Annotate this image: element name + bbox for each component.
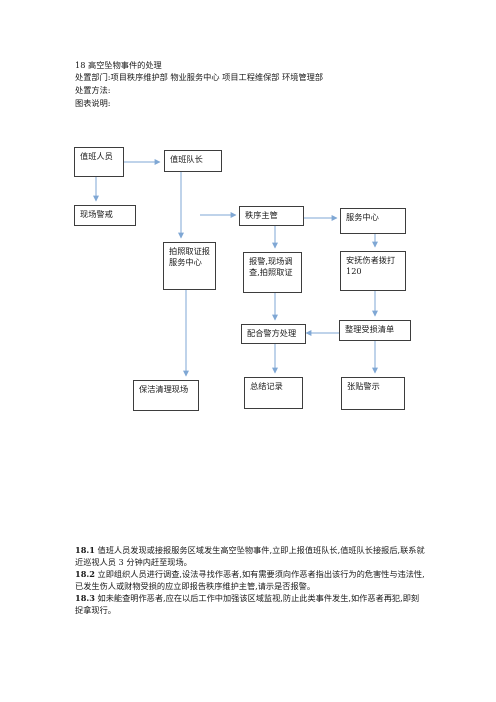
box-cleaning: 保洁清理现场 xyxy=(133,380,199,411)
box-comfort-injured: 安抚伤者拨打 120 xyxy=(340,251,406,291)
box-loss-list: 整理受损清单 xyxy=(339,320,411,341)
box-site-alert: 现场警戒 xyxy=(74,205,136,226)
box-evidence-report: 拍照取证报服务中心 xyxy=(163,242,216,290)
box-duty-leader: 值班队长 xyxy=(164,150,222,172)
box-notice: 张贴警示 xyxy=(341,377,405,410)
paragraph-18-3: 18.3 如未能查明作恶者,应在以后工作中加强该区域监视,防止此类事件发生,如作… xyxy=(75,593,420,615)
box-service-center: 服务中心 xyxy=(340,208,406,234)
page-title: 18 高空坠物事件的处理 xyxy=(75,60,162,70)
box-duty-staff: 值班人员 xyxy=(74,147,124,177)
department-line: 处置部门:项目秩序维护部 物业服务中心 项目工程维保部 环境管理部 xyxy=(75,72,324,82)
method-label: 处置方法: xyxy=(75,85,111,95)
chart-label: 图表说明: xyxy=(75,98,111,108)
box-cooperate-police: 配合警方处理 xyxy=(241,324,306,344)
box-police-investigate: 报警,现场调查,拍照取证 xyxy=(243,252,302,293)
procedure-text: 18.1 值班人员发现或接报服务区域发生高空坠物事件,立即上报值班队长,值班队长… xyxy=(75,544,425,616)
box-summary: 总结记录 xyxy=(244,377,303,409)
paragraph-18-2: 18.2 立即组织人员进行调查,设法寻找作恶者,如有需要须向作恶者指出该行为的危… xyxy=(75,569,425,591)
box-order-supervisor: 秩序主管 xyxy=(239,206,304,226)
paragraph-18-1: 18.1 值班人员发现或接报服务区域发生高空坠物事件,立即上报值班队长,值班队长… xyxy=(75,545,425,567)
